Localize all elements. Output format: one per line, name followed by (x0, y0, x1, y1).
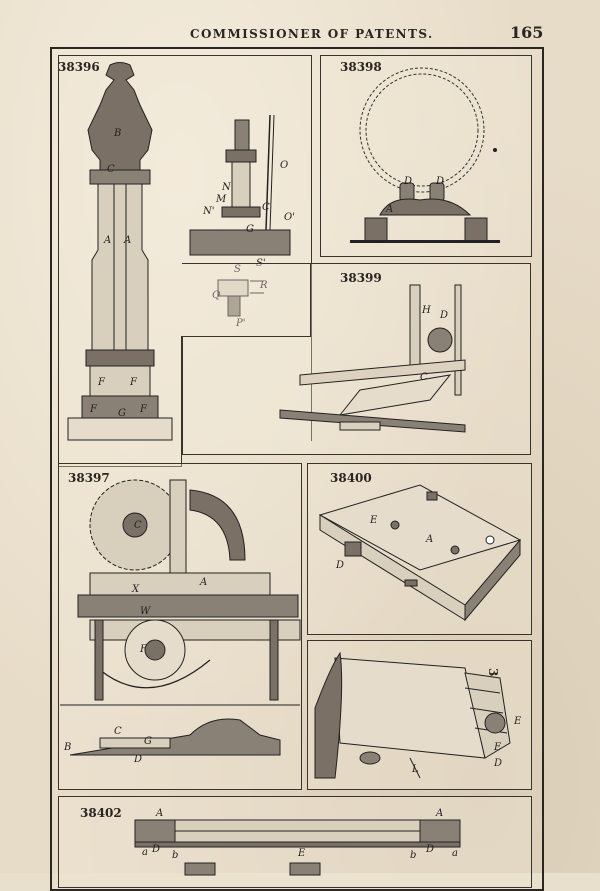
label-a-38402-2: a (452, 848, 458, 859)
label-F: F (97, 377, 106, 388)
label-C-detail: C (262, 202, 270, 213)
figure-38397-labels: C A X W F C B D G (63, 520, 207, 765)
figure-38396-column-drawing (67, 62, 173, 441)
figure-38399-side-panel (310, 263, 311, 337)
label-C: C (107, 164, 115, 175)
label-D-38402: D (151, 844, 160, 855)
label-A-38400: A (425, 534, 433, 545)
figure-38401-drawing (314, 651, 511, 779)
label-L-38401: L (411, 764, 419, 775)
label-A-2: A (123, 235, 131, 246)
label-O-prime: O' (284, 212, 295, 223)
label-R: R (259, 280, 268, 291)
label-W: W (140, 606, 151, 617)
figure-38402-drawing (134, 819, 461, 876)
figure-38400-drawing (318, 484, 522, 622)
figure-38396-number: 38396 (58, 60, 100, 74)
label-N-prime: N' (202, 206, 215, 217)
label-C-38397: C (134, 520, 142, 531)
figure-38396-detail-drawing (189, 114, 291, 317)
label-F-38397: F (139, 644, 148, 655)
figure-38401-labels: E E D L (411, 716, 522, 775)
label-A-38402-2: A (435, 808, 443, 819)
label-E-38401-2: E (493, 742, 502, 753)
label-N: N (221, 182, 232, 193)
label-C-38397-2: C (114, 726, 122, 737)
label-a-38402: a (142, 847, 148, 858)
label-D-38401: D (493, 758, 502, 769)
label-D-38400: D (335, 560, 344, 571)
label-D-38397: D (133, 754, 142, 765)
label-A-38397: A (199, 577, 207, 588)
figure-38399-connector (182, 336, 311, 454)
figure-38397-number: 38397 (68, 471, 110, 485)
figure-38399-number: 38399 (340, 271, 382, 285)
label-G-detail: G (246, 224, 254, 235)
figure-38402-number: 38402 (80, 806, 122, 820)
label-A-38402: A (155, 808, 163, 819)
figure-38398-drawing (350, 67, 500, 243)
label-D-38399: D (439, 310, 448, 321)
figure-38398-panel (320, 55, 532, 257)
label-G: G (118, 408, 126, 419)
label-E-38402: E (297, 848, 306, 859)
figure-38398-number: 38398 (340, 60, 382, 74)
label-C-38399: C (420, 372, 428, 383)
label-E-38401: E (513, 716, 522, 727)
label-D-38402-2: D (425, 844, 434, 855)
label-F-2: F (129, 377, 138, 388)
label-A-38398: A (385, 204, 393, 215)
label-D-2: D (435, 176, 444, 187)
label-O: O (280, 160, 288, 171)
figure-38399-drawing (279, 284, 466, 433)
label-B-38397: B (63, 742, 71, 753)
figure-38399-labels: H D C (420, 305, 448, 383)
label-P-prime: P' (235, 318, 245, 329)
label-Q: Q (212, 290, 220, 301)
page-number: 165 (510, 23, 544, 42)
figure-38398-labels: D D A (385, 176, 444, 215)
label-b-38402-2: b (410, 850, 416, 861)
label-S: S (234, 264, 241, 275)
label-D: D (403, 176, 412, 187)
label-b-38402: b (172, 850, 178, 861)
page-header-title: COMMISSIONER OF PATENTS. (190, 27, 434, 41)
label-B: B (113, 128, 121, 139)
label-M: M (215, 194, 227, 205)
figure-38397-drawing (60, 479, 301, 756)
label-X: X (131, 584, 140, 595)
figure-38400-labels: E A D (335, 515, 433, 571)
label-A: A (103, 235, 111, 246)
label-H: H (421, 305, 431, 316)
figure-38396-labels: B C A A F F F F G (89, 128, 148, 419)
label-F-3: F (89, 404, 98, 415)
label-E-38400: E (369, 515, 378, 526)
figure-38400-number: 38400 (330, 471, 372, 485)
label-F-4: F (139, 404, 148, 415)
label-G-38397: G (144, 736, 152, 747)
figure-38402-labels: A A a D b E b D a (142, 808, 458, 861)
